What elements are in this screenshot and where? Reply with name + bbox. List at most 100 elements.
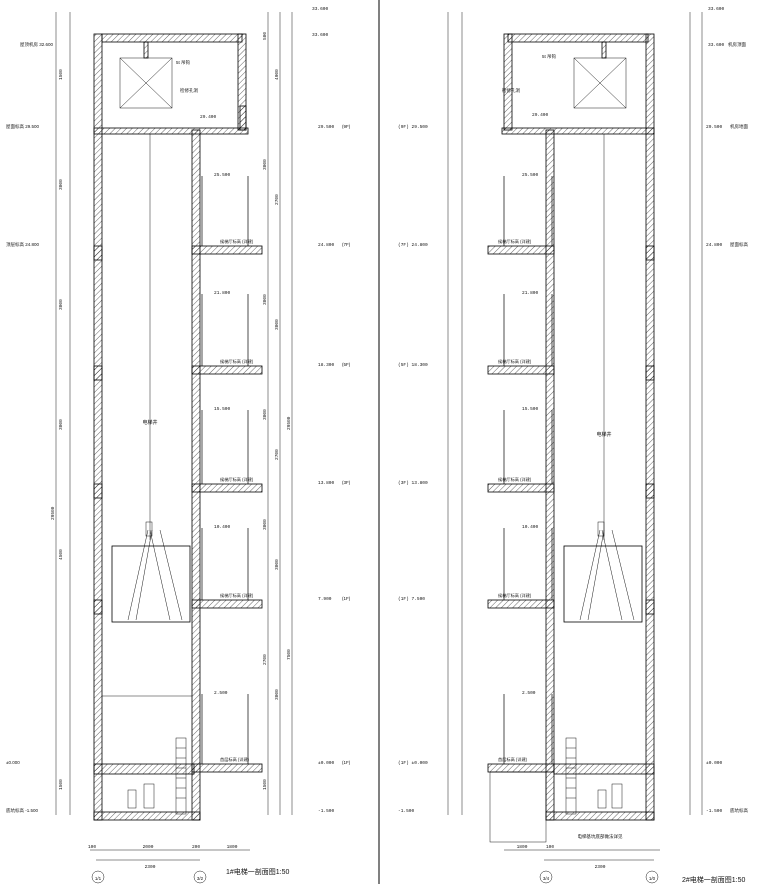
machine-room-floor	[501, 127, 655, 135]
shaft-right-wall	[645, 33, 655, 821]
buffer	[611, 783, 623, 809]
door-level-label: 15.500	[522, 406, 539, 412]
bottom-dimension-label: 2300	[595, 864, 606, 870]
shaft-left-wall	[545, 129, 555, 821]
floor-level-left-label: (3F) 13.800	[398, 480, 428, 486]
floor-level-left-label: -1.500	[398, 808, 415, 814]
floor-level-right-label: 7.900	[318, 596, 332, 602]
slab-level-label: 29.400	[532, 112, 549, 118]
section-2	[447, 12, 703, 884]
right-dimension-label: 2700	[262, 654, 268, 665]
floor-tag-label: 底坑标高	[730, 807, 748, 814]
buffer	[143, 783, 155, 809]
floor-level-left-label: ±0.000	[6, 760, 20, 765]
right-dimension-label: 3000	[262, 409, 268, 420]
floor-level-right-label: 29.500	[318, 124, 335, 130]
left-dimension-label: 4500	[58, 549, 64, 560]
landing-doors	[503, 176, 553, 764]
floor-tag-label: 屋面标高	[730, 241, 748, 248]
door-level-label: 10.400	[214, 524, 231, 530]
floor-tag-label: (1F)	[342, 760, 351, 765]
floor-tag-label: (3F)	[342, 480, 351, 485]
floor-level-left-label: (1F) 7.500	[398, 596, 425, 602]
axis-marker	[193, 870, 207, 884]
right-dimension-label: 3000	[262, 294, 268, 305]
door-note-label: 首层标高 (详建)	[498, 756, 528, 763]
floor-level-left-label: (7F) 24.800	[398, 242, 428, 248]
machine-room-roof	[101, 33, 243, 43]
floor-slabs	[487, 245, 655, 821]
right-dimension-label: 3000	[274, 559, 280, 570]
axis-label: 3/4	[543, 876, 550, 881]
elevator-car	[563, 521, 643, 623]
shaft-right-wall	[191, 129, 201, 821]
right-dimension-label: 3000	[262, 159, 268, 170]
floor-level-left-label: 底坑标高 -1.500	[6, 807, 39, 814]
floor-level-right-label: ±0.000	[706, 760, 723, 766]
right-dimension-label: 3000	[274, 319, 280, 330]
right-dimension-label: 1500	[262, 779, 268, 790]
bottom-dimension-label: 1800	[227, 844, 238, 850]
traction-machine	[573, 57, 627, 109]
bottom-dimension-label: 2300	[145, 864, 156, 870]
door-note-label: 候梯厅标高 (详建)	[220, 238, 254, 245]
door-note-label: 候梯厅标高 (详建)	[498, 358, 532, 365]
right-dimension-label: 2700	[274, 194, 280, 205]
floor-level-left-label: (1F) ±0.000	[398, 760, 428, 766]
bottom-dimension-label: 100	[546, 844, 554, 850]
door-note-label: 候梯厅标高 (详建)	[498, 238, 532, 245]
machine-room-level-label: 机房顶面	[728, 41, 746, 48]
right-dimension-label: 7500	[286, 649, 292, 660]
bottom-dimension-label: 1800	[517, 844, 528, 850]
pit-foundation	[489, 771, 547, 843]
floor-level-right-label: 13.800	[318, 480, 335, 486]
buffer	[597, 789, 607, 809]
machine-room-level-label: 屋顶机房 32.600	[20, 41, 54, 48]
door-level-label: 21.800	[214, 290, 231, 296]
floor-level-right-label: -1.500	[706, 808, 723, 814]
floor-tag-label: (7F)	[342, 242, 351, 247]
floor-level-right-label: 24.800	[318, 242, 335, 248]
door-level-label: 25.500	[522, 172, 539, 178]
door-note-label: 候梯厅标高 (详建)	[498, 592, 532, 599]
shaft-label: 电梯井	[142, 419, 157, 426]
roof-level-label: 33.600	[312, 32, 329, 38]
door-note-label: 候梯厅标高 (详建)	[220, 476, 254, 483]
axis-label: 1/1	[95, 876, 102, 881]
door-level-label: 10.400	[522, 524, 539, 530]
section-1	[55, 12, 293, 884]
door-level-label: 21.800	[522, 290, 539, 296]
door-note-label: 首层标高 (详建)	[220, 756, 250, 763]
right-dimension-label: 500	[262, 32, 268, 40]
axis-label: 3/2	[197, 876, 204, 881]
floor-level-left-label: (9F) 29.500	[398, 124, 428, 130]
door-note-label: 候梯厅标高 (详建)	[498, 476, 532, 483]
floor-tag-label: (1F)	[342, 596, 351, 601]
right-dimension-label: 3000	[262, 519, 268, 530]
pit-note-label: 电梯基坑底部做法详见	[578, 833, 623, 840]
left-dimension-label: 29500	[50, 506, 56, 520]
door-level-label: 2.500	[214, 690, 228, 696]
opening-label: 检修孔洞	[502, 87, 520, 94]
section-title: 1#电梯一剖面图1:50	[226, 867, 290, 876]
bottom-dimension-label: 200	[192, 844, 200, 850]
floor-tag-label: (9F)	[342, 124, 351, 129]
shaft-label: 电梯井	[596, 431, 611, 438]
buffer	[127, 789, 137, 809]
floor-level-right-label: 29.500	[706, 124, 723, 130]
door-level-label: 2.500	[522, 690, 536, 696]
floor-level-right-label: -1.500	[318, 808, 335, 814]
machine-room-floor	[93, 127, 249, 135]
axis-label: 1/0	[649, 876, 656, 881]
left-dimension-label: 3000	[58, 419, 64, 430]
elevator-car	[111, 521, 191, 623]
floor-level-left-label: (5F) 18.300	[398, 362, 428, 368]
door-note-label: 候梯厅标高 (详建)	[220, 592, 254, 599]
right-dimension-label: 29500	[286, 416, 292, 430]
floor-tag-label: 机房地面	[730, 123, 748, 130]
axis-marker	[91, 870, 105, 884]
door-level-label: 25.500	[214, 172, 231, 178]
bottom-dimension-label: 100	[88, 844, 96, 850]
door-note-label: 候梯厅标高 (详建)	[220, 358, 254, 365]
